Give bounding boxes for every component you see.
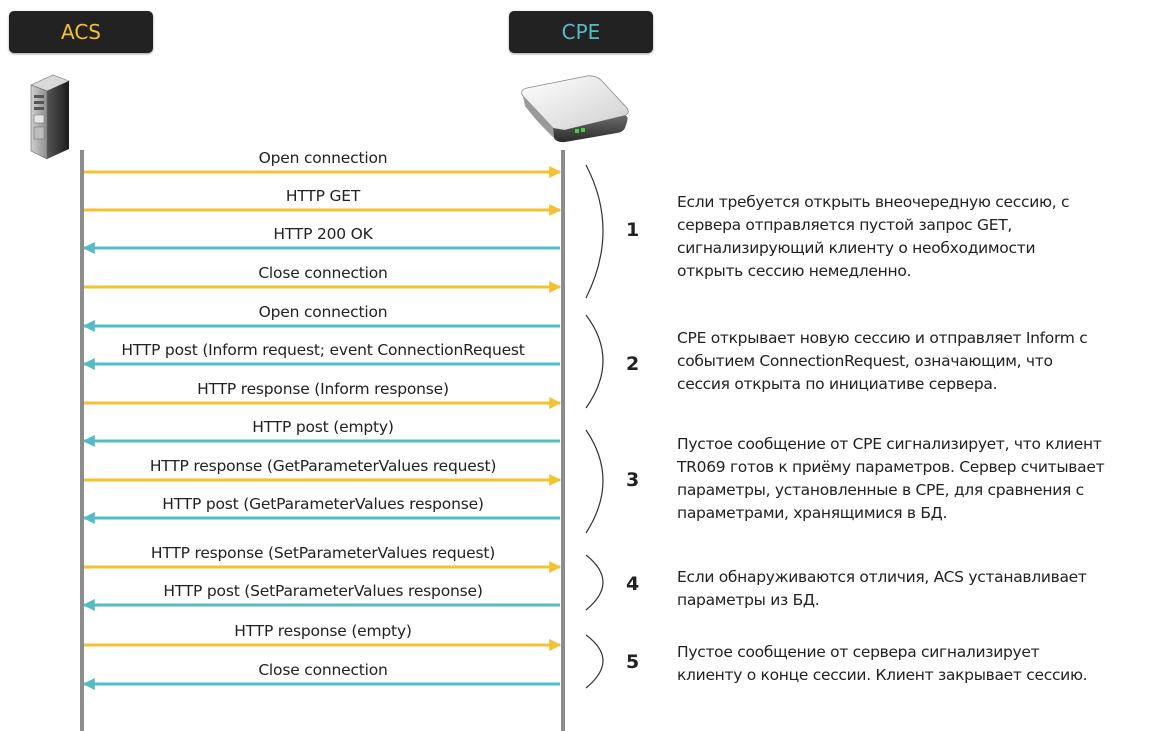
cpe-header: CPE [509,11,653,53]
step-description-4: Если обнаруживаются отличия, ACS устанав… [677,568,1087,609]
step-description-2: CPE открывает новую сессию и отправляет … [677,329,1088,393]
step-5-brace [585,634,604,689]
step-number-3: 3 [626,469,640,491]
step-3-brace [585,429,604,534]
message-label-10: HTTP post (GetParameterValues response) [162,495,484,513]
message-label-4: Close connection [258,264,388,282]
message-label-14: Close connection [258,661,388,679]
step-description-1: Если требуется открыть внеочередную сесс… [677,193,1070,280]
step-1-brace [585,164,604,299]
message-label-9: HTTP response (GetParameterValues reques… [149,457,497,475]
step-number-2: 2 [626,353,640,375]
acs-header: ACS [9,11,153,53]
message-label-3: HTTP 200 OK [273,225,373,243]
message-label-1: Open connection [258,149,388,167]
cpe-lifeline [561,150,565,731]
step-number-5: 5 [626,651,640,673]
step-number-4: 4 [626,573,640,595]
message-label-5: Open connection [258,303,388,321]
message-label-7: HTTP response (Inform response) [197,380,449,398]
message-label-11: HTTP response (SetParameterValues reques… [150,544,496,562]
acs-lifeline [80,150,84,731]
server-icon [30,74,70,160]
message-label-13: HTTP response (empty) [234,622,412,640]
message-label-2: HTTP GET [285,187,361,205]
cpe-label: CPE [561,20,601,44]
acs-label: ACS [61,20,101,44]
router-icon [521,75,629,143]
step-number-1: 1 [626,219,640,241]
step-description-5: Пустое сообщение от сервера сигнализируе… [677,643,1088,684]
step-description-3: Пустое сообщение от CPE сигнализирует, ч… [677,435,1105,522]
message-label-12: HTTP post (SetParameterValues response) [163,582,483,600]
message-label-8: HTTP post (empty) [252,418,394,436]
step-2-brace [585,314,604,409]
step-4-brace [585,554,604,611]
message-label-6: HTTP post (Inform request; event Connect… [121,341,525,359]
